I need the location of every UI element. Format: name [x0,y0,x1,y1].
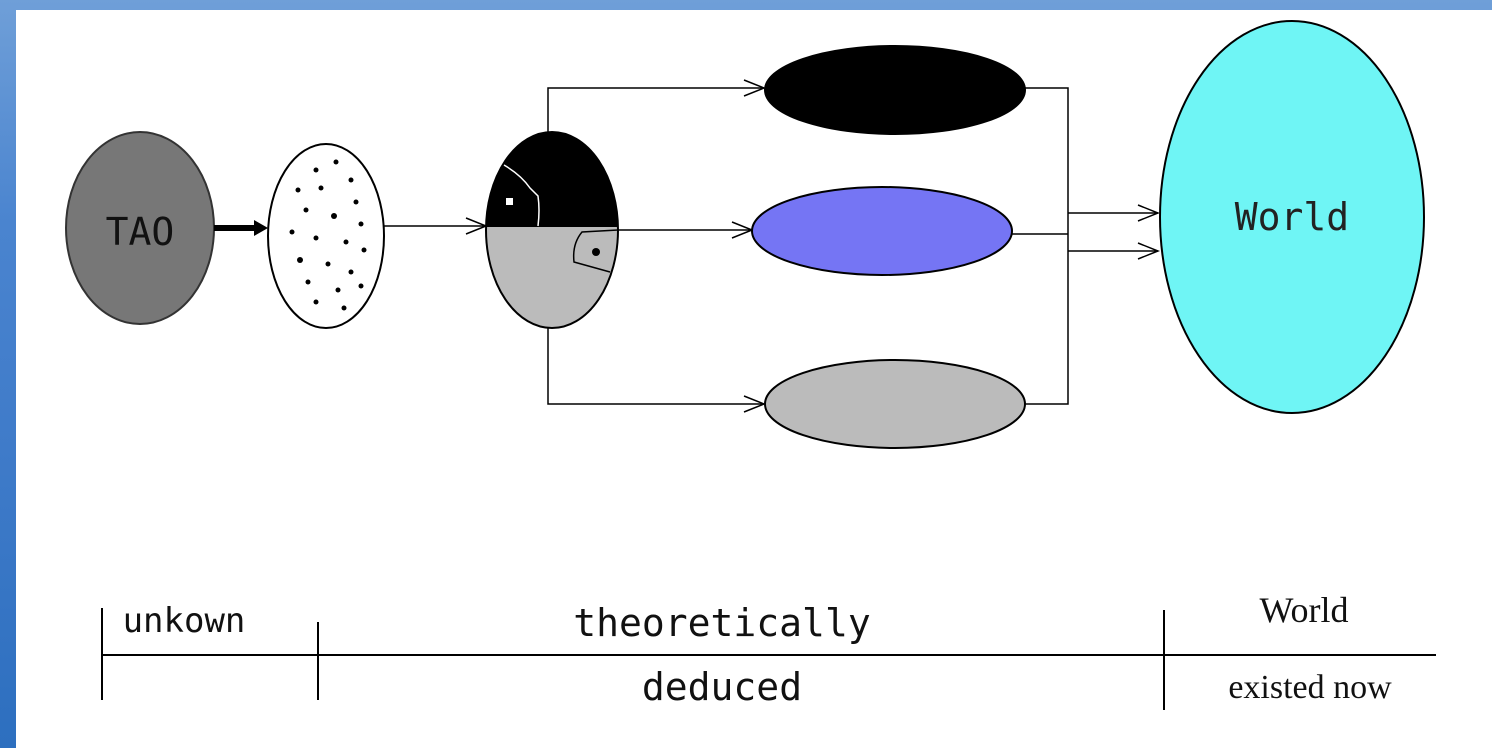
blue-ellipse [751,186,1013,276]
world-node: World [1159,20,1425,414]
timeline-label-deduced: deduced [642,665,802,709]
diagram-svg: TAO [65,20,1436,710]
yinyang-node [485,131,619,329]
tao-node: TAO [65,131,215,325]
yinyang-bottom [486,227,618,328]
timeline-label-world: World [1259,590,1348,630]
yang-dot [592,248,600,256]
chaos-node [267,143,385,329]
timeline-label-existed-now: existed now [1228,669,1392,706]
tao-label: TAO [106,210,175,254]
world-ellipse [1159,20,1425,414]
merge-connectors [1012,87,1161,405]
timeline-label-unkown: unkown [123,601,246,641]
timeline-label-theoretically: theoretically [573,601,870,645]
world-label: World [1235,195,1349,239]
branch-connectors [547,79,767,413]
chaos-ellipse [267,143,385,329]
diagram-canvas: TAO [16,10,1492,748]
chaos-dots [289,159,367,311]
yin-dot [506,198,513,205]
gray-ellipse [764,359,1026,449]
arrow-tao-to-chaos [214,220,268,236]
yinyang-top [486,132,618,227]
black-ellipse [764,45,1026,135]
timeline [101,608,1436,710]
